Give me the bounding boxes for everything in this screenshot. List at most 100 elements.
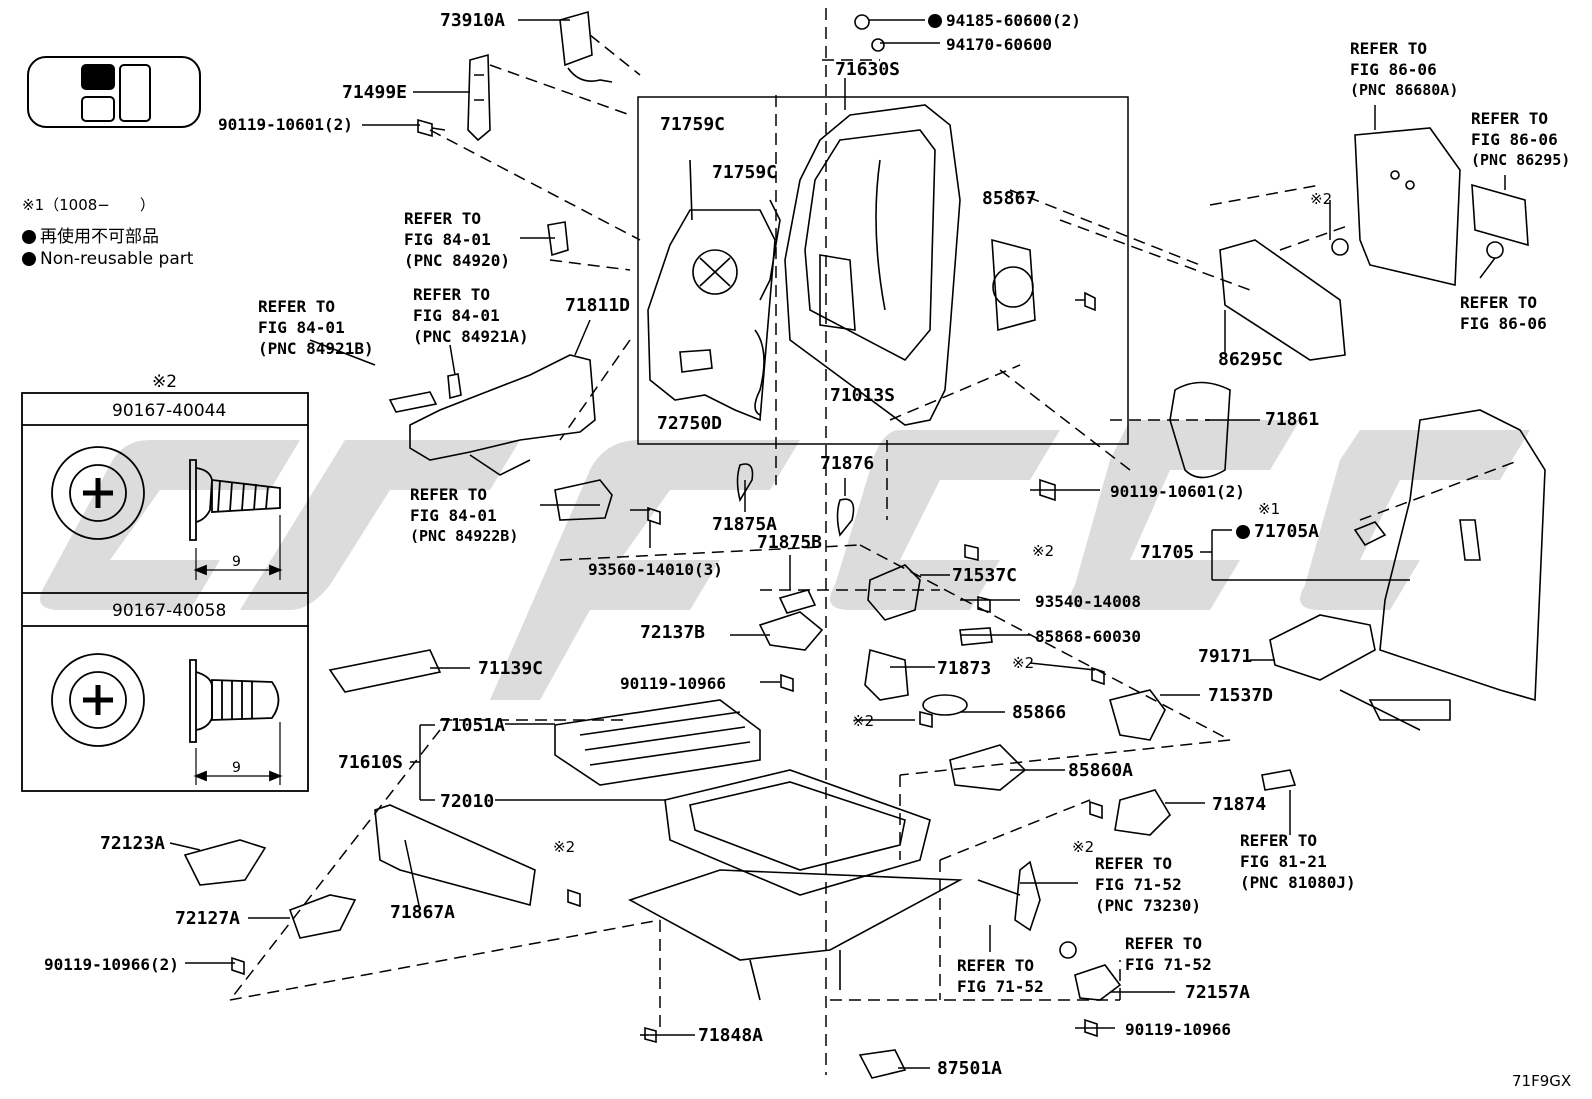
inset-part-a: 90167-40044 xyxy=(112,401,227,421)
mark-x2: ※2 xyxy=(1072,838,1095,856)
part-label[interactable]: 79171 xyxy=(1198,646,1253,667)
refer-line: (PNC 86295) xyxy=(1471,151,1571,169)
part-label[interactable]: 90119-10966 xyxy=(1125,1020,1231,1039)
refer-to-84920[interactable]: REFER TO FIG 84-01 (PNC 84920) xyxy=(404,208,510,271)
part-label[interactable]: 72127A xyxy=(175,908,241,929)
part-label[interactable]: 71051A xyxy=(440,715,506,736)
refer-line: FIG 71-52 xyxy=(1125,955,1212,974)
refer-line: REFER TO xyxy=(957,956,1035,975)
part-label[interactable]: 85867 xyxy=(982,188,1037,209)
refer-to-84921B[interactable]: REFER TO FIG 84-01 (PNC 84921B) xyxy=(258,296,374,359)
non-reusable-dot-icon xyxy=(928,14,942,28)
part-shapes xyxy=(183,10,1546,1079)
refer-to-73230[interactable]: REFER TO FIG 71-52 (PNC 73230) xyxy=(1095,853,1201,916)
part-label[interactable]: 71013S xyxy=(830,385,896,406)
refer-to-84922B[interactable]: REFER TO FIG 84-01 (PNC 84922B) xyxy=(410,484,518,547)
part-label[interactable]: 71811D xyxy=(565,295,631,316)
part-label[interactable]: 71875B xyxy=(757,532,823,553)
refer-line: REFER TO xyxy=(1095,854,1173,873)
part-label[interactable]: 93540-14008 xyxy=(1035,592,1141,611)
fastener-inset xyxy=(21,392,309,792)
part-label[interactable]: 71537C xyxy=(952,565,1018,586)
mark-x2: ※2 xyxy=(1310,190,1333,208)
refer-to-84921A[interactable]: REFER TO FIG 84-01 (PNC 84921A) xyxy=(413,284,529,347)
part-label[interactable]: 71610S xyxy=(338,752,404,773)
part-label[interactable]: 71867A xyxy=(390,902,456,923)
refer-line: FIG 86-06 xyxy=(1460,314,1547,333)
part-label[interactable]: 86295C xyxy=(1218,349,1284,370)
part-label[interactable]: 72123A xyxy=(100,833,166,854)
non-reusable-dot-icon xyxy=(1236,525,1250,539)
mark-x2: ※2 xyxy=(553,838,576,856)
part-label[interactable]: 90119-10966 xyxy=(620,674,726,693)
refer-to-81080J[interactable]: REFER TO FIG 81-21 (PNC 81080J) xyxy=(1240,830,1356,893)
inset-part-b: 90167-40058 xyxy=(112,601,227,621)
refer-line: FIG 86-06 xyxy=(1471,130,1558,149)
non-reusable-dot-icon xyxy=(22,230,36,244)
refer-line: REFER TO xyxy=(1471,109,1549,128)
part-label[interactable]: 71875A xyxy=(712,514,778,535)
refer-to-86680A[interactable]: REFER TO FIG 86-06 (PNC 86680A) xyxy=(1350,38,1458,101)
part-label[interactable]: 71705 xyxy=(1140,542,1195,563)
part-label[interactable]: 71705A xyxy=(1236,522,1319,542)
part-label[interactable]: 71873 xyxy=(937,658,992,679)
refer-line: FIG 84-01 xyxy=(258,318,345,337)
watermark-logo xyxy=(40,420,1530,700)
inset-dim-b: 9 xyxy=(232,760,241,776)
refer-to-86-06[interactable]: REFER TO FIG 86-06 xyxy=(1460,292,1547,334)
legend-non-reusable-jp: 再使用不可部品 xyxy=(22,222,159,247)
refer-line: REFER TO xyxy=(258,297,336,316)
backframe-group-box xyxy=(637,96,1129,445)
part-label[interactable]: 71139C xyxy=(478,658,544,679)
part-label[interactable]: 72010 xyxy=(440,791,495,812)
legend-jp-text: 再使用不可部品 xyxy=(40,227,159,247)
refer-line: FIG 81-21 xyxy=(1240,852,1327,871)
part-label[interactable]: 94185-60600(2) xyxy=(928,11,1081,31)
part-label[interactable]: 90119-10601(2) xyxy=(218,115,353,134)
part-label[interactable]: 85868-60030 xyxy=(1035,627,1141,646)
part-label[interactable]: 71861 xyxy=(1265,409,1320,430)
part-label[interactable]: 93560-14010(3) xyxy=(588,560,723,579)
part-label[interactable]: 94170-60600 xyxy=(946,35,1052,54)
part-label[interactable]: 71759C xyxy=(660,114,726,135)
part-label[interactable]: 85866 xyxy=(1012,702,1067,723)
part-label[interactable]: 90119-10966(2) xyxy=(44,955,179,974)
refer-line: (PNC 73230) xyxy=(1095,896,1201,915)
part-label[interactable]: 72137B xyxy=(640,622,706,643)
mark-x2: ※2 xyxy=(1012,654,1035,672)
refer-line: (PNC 84921B) xyxy=(258,339,374,358)
refer-line: FIG 84-01 xyxy=(413,306,500,325)
solid-leader-lines xyxy=(169,19,1506,1069)
dashed-leader-lines xyxy=(229,8,1521,1075)
part-label[interactable]: 85860A xyxy=(1068,760,1134,781)
refer-line: FIG 86-06 xyxy=(1350,60,1437,79)
part-label[interactable]: 71759C xyxy=(712,162,778,183)
legend-non-reusable-en: Non-reusable part xyxy=(22,249,193,269)
refer-to-86295[interactable]: REFER TO FIG 86-06 (PNC 86295) xyxy=(1471,108,1570,171)
part-label[interactable]: 72157A xyxy=(1185,982,1251,1003)
refer-to-71-52-b[interactable]: REFER TO FIG 71-52 xyxy=(1125,933,1212,975)
refer-line: FIG 84-01 xyxy=(410,506,497,525)
refer-to-71-52-a[interactable]: REFER TO FIG 71-52 xyxy=(957,955,1044,997)
mark-x2: ※2 xyxy=(852,712,875,730)
refer-line: (PNC 84921A) xyxy=(413,327,529,346)
diagram-code: 71F9GX xyxy=(1512,1072,1572,1090)
part-label[interactable]: 71630S xyxy=(835,59,901,80)
inset-dim-a: 9 xyxy=(232,554,241,570)
refer-line: (PNC 86680A) xyxy=(1350,81,1459,99)
part-label[interactable]: 71537D xyxy=(1208,685,1274,706)
refer-line: REFER TO xyxy=(1460,293,1538,312)
part-label[interactable]: 87501A xyxy=(937,1058,1003,1079)
part-label[interactable]: 71874 xyxy=(1212,794,1267,815)
refer-line: REFER TO xyxy=(1240,831,1318,850)
part-label[interactable]: 71499E xyxy=(342,82,408,103)
refer-line: FIG 71-52 xyxy=(957,977,1044,996)
part-label[interactable]: 71876 xyxy=(820,453,875,474)
part-label[interactable]: 90119-10601(2) xyxy=(1110,482,1245,501)
refer-line: FIG 84-01 xyxy=(404,230,491,249)
refer-line: FIG 71-52 xyxy=(1095,875,1182,894)
part-label[interactable]: 71848A xyxy=(698,1025,764,1046)
footnote-1: ※1（1008− ） xyxy=(22,196,155,214)
part-label[interactable]: 73910A xyxy=(440,10,506,31)
part-label[interactable]: 72750D xyxy=(657,413,723,434)
